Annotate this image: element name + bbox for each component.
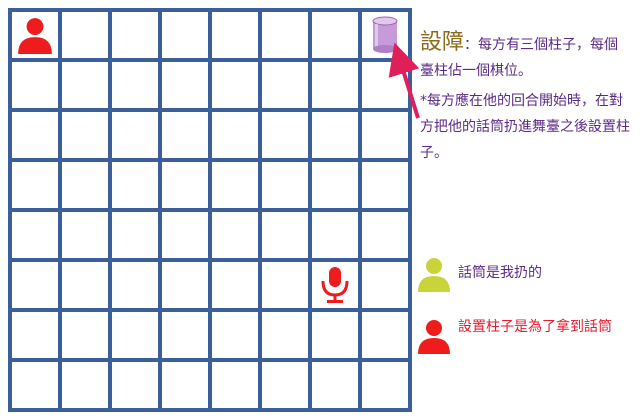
board-cell[interactable] bbox=[162, 12, 208, 58]
board-cell[interactable] bbox=[112, 62, 158, 108]
legend-label-pillar-setter: 設置柱子是為了拿到話筒 bbox=[458, 319, 612, 335]
board-cell[interactable] bbox=[162, 262, 208, 308]
board-cell[interactable] bbox=[212, 262, 258, 308]
board-cell[interactable] bbox=[112, 112, 158, 158]
board-cell[interactable] bbox=[312, 162, 358, 208]
person-icon bbox=[416, 318, 452, 358]
board-cell[interactable] bbox=[312, 312, 358, 358]
board-cell[interactable] bbox=[262, 162, 308, 208]
microphone-icon bbox=[321, 266, 349, 303]
board-cell[interactable] bbox=[162, 112, 208, 158]
board-cell[interactable] bbox=[362, 162, 408, 208]
board-cell[interactable] bbox=[212, 62, 258, 108]
rules-title: 設障 bbox=[420, 30, 465, 55]
person-icon bbox=[17, 17, 52, 54]
board-cell[interactable] bbox=[212, 212, 258, 258]
rules-panel: 設障：每方有三個柱子，每個臺柱佔一個棋位。 *每方應在他的回合開始時，在對方把他… bbox=[420, 30, 630, 166]
board-cell[interactable] bbox=[312, 212, 358, 258]
board-cell[interactable] bbox=[262, 212, 308, 258]
board-cell[interactable] bbox=[62, 112, 108, 158]
board-cell[interactable] bbox=[362, 112, 408, 158]
board-cell[interactable] bbox=[312, 362, 358, 408]
rules-note: *每方應在他的回合開始時，在對方把他的話筒扔進舞臺之後設置柱子。 bbox=[420, 93, 630, 161]
board-cell[interactable] bbox=[212, 362, 258, 408]
board-cell[interactable] bbox=[312, 12, 358, 58]
board-cell[interactable] bbox=[262, 12, 308, 58]
board-cell[interactable] bbox=[112, 312, 158, 358]
board-cell[interactable] bbox=[262, 312, 308, 358]
board-cell[interactable] bbox=[62, 162, 108, 208]
board-cell[interactable] bbox=[62, 212, 108, 258]
board-cell[interactable] bbox=[362, 362, 408, 408]
board-cell[interactable] bbox=[212, 112, 258, 158]
board-cell[interactable] bbox=[262, 362, 308, 408]
board-cell[interactable] bbox=[12, 62, 58, 108]
red-player-piece[interactable] bbox=[16, 16, 54, 58]
board-cell[interactable] bbox=[12, 212, 58, 258]
board-cell[interactable] bbox=[162, 312, 208, 358]
board-cell[interactable] bbox=[62, 312, 108, 358]
board-cell[interactable] bbox=[62, 62, 108, 108]
board-cell[interactable] bbox=[262, 112, 308, 158]
board-cell[interactable] bbox=[162, 62, 208, 108]
board-cell[interactable] bbox=[212, 162, 258, 208]
game-board bbox=[8, 8, 412, 412]
board-cell[interactable] bbox=[62, 362, 108, 408]
legend-item-thrower: 話筒是我扔的 bbox=[416, 256, 632, 292]
board-cell[interactable] bbox=[212, 312, 258, 358]
board-cell[interactable] bbox=[112, 212, 158, 258]
rules-title-suffix: ：每方有三個柱子，每個臺柱佔一個棋位。 bbox=[420, 37, 619, 79]
board-cell[interactable] bbox=[262, 62, 308, 108]
board-cell[interactable] bbox=[112, 12, 158, 58]
board-cell[interactable] bbox=[62, 262, 108, 308]
board-cell[interactable] bbox=[12, 112, 58, 158]
board-cell[interactable] bbox=[312, 62, 358, 108]
board-cell[interactable] bbox=[362, 262, 408, 308]
board-cell[interactable] bbox=[112, 262, 158, 308]
person-icon bbox=[416, 256, 452, 296]
legend-label-thrower: 話筒是我扔的 bbox=[458, 265, 542, 281]
board-cell[interactable] bbox=[12, 362, 58, 408]
board-cell[interactable] bbox=[12, 162, 58, 208]
legend-item-pillar-setter: 設置柱子是為了拿到話筒 bbox=[416, 314, 632, 368]
board-cell[interactable] bbox=[12, 312, 58, 358]
board-cell[interactable] bbox=[262, 262, 308, 308]
board-cell[interactable] bbox=[312, 112, 358, 158]
board-cell[interactable] bbox=[162, 362, 208, 408]
board-cell[interactable] bbox=[112, 162, 158, 208]
board-cell[interactable] bbox=[12, 262, 58, 308]
rules-title-row: 設障：每方有三個柱子，每個臺柱佔一個棋位。 bbox=[420, 30, 630, 84]
board-cell[interactable] bbox=[362, 212, 408, 258]
board-cell[interactable] bbox=[162, 162, 208, 208]
board-cell[interactable] bbox=[212, 12, 258, 58]
board-cell[interactable] bbox=[362, 312, 408, 358]
board-cell[interactable] bbox=[162, 212, 208, 258]
board-cell[interactable] bbox=[62, 12, 108, 58]
microphone-piece[interactable] bbox=[318, 265, 352, 309]
board-cell[interactable] bbox=[112, 362, 158, 408]
